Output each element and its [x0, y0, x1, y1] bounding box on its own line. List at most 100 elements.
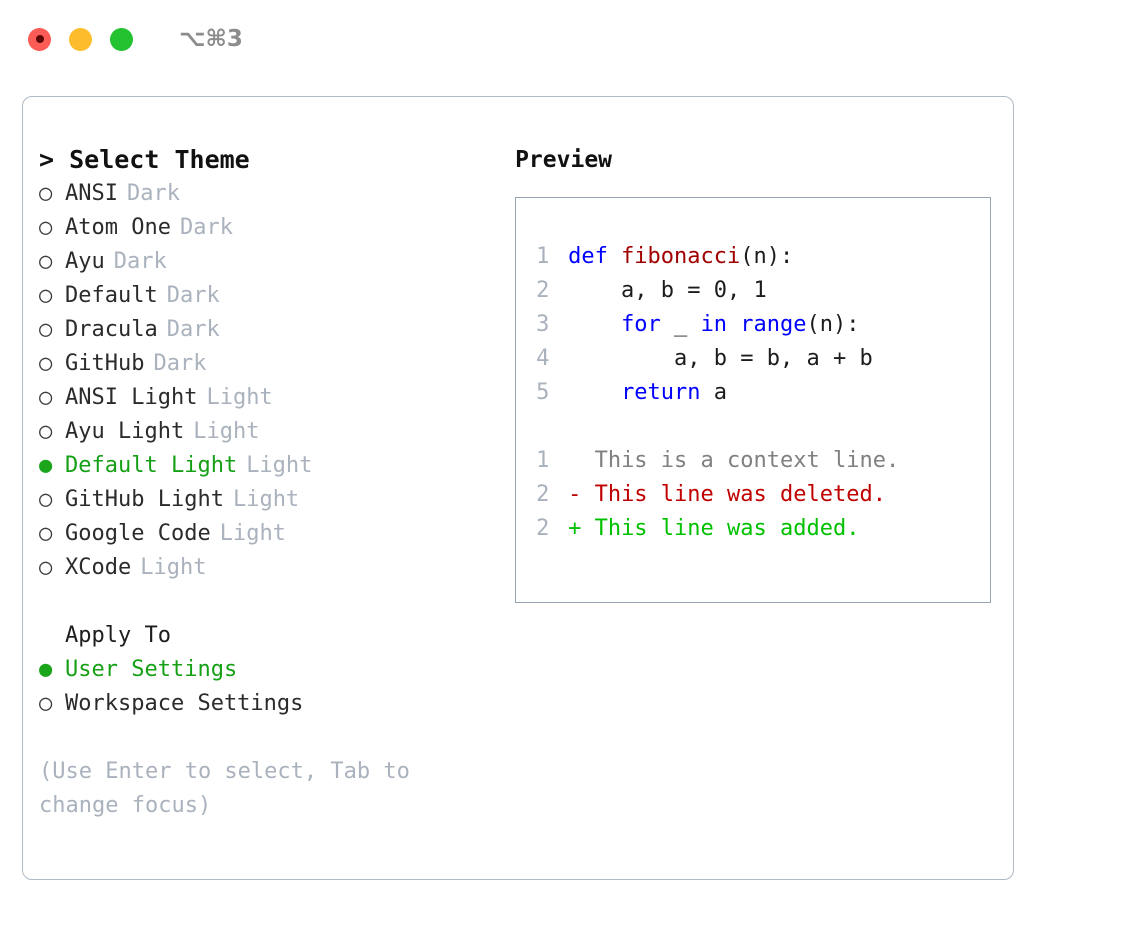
code-token-plain	[568, 380, 621, 405]
theme-list-item[interactable]: ○ Ayu Dark	[39, 245, 497, 279]
theme-name: Default	[65, 283, 158, 308]
theme-list-item[interactable]: ○ ANSI Light Light	[39, 381, 497, 415]
theme-name: Dracula	[65, 317, 158, 342]
code-token-keyword: for	[621, 312, 661, 337]
apply-to-list[interactable]: ● User Settings ○ Workspace Settings	[39, 653, 497, 721]
keyboard-shortcut-label: ⌥⌘3	[179, 26, 243, 52]
code-line: 2 a, b = 0, 1	[536, 274, 990, 308]
theme-variant-badge: Dark	[113, 249, 167, 274]
code-token-plain: a	[700, 380, 728, 405]
diff-line: 2- This line was deleted.	[536, 478, 990, 512]
theme-variant-badge: Light	[232, 487, 300, 512]
diff-line-content: This line was deleted.	[581, 482, 886, 507]
code-token-keyword: return	[621, 380, 701, 405]
code-line-number: 1	[536, 244, 550, 269]
code-token-function: fibonacci	[621, 244, 741, 269]
radio-unselected-icon: ○	[39, 215, 53, 240]
theme-name: GitHub Light	[65, 487, 224, 512]
code-line-number: 4	[536, 346, 550, 371]
code-token-keyword: def	[568, 244, 622, 269]
minimize-button-icon[interactable]	[69, 27, 92, 51]
code-line: 4 a, b = b, a + b	[536, 342, 990, 376]
section-spacer	[39, 585, 497, 619]
code-token-plain: a, b = 0, 1	[568, 278, 767, 303]
close-button-icon[interactable]	[28, 27, 51, 51]
radio-selected-icon: ●	[39, 453, 53, 478]
diff-line-content: This line was added.	[581, 516, 860, 541]
diff-marker	[568, 444, 581, 478]
theme-list-item[interactable]: ○ Ayu Light Light	[39, 415, 497, 449]
apply-to-label: User Settings	[65, 657, 238, 682]
keyboard-hint: (Use Enter to select, Tab to change focu…	[39, 759, 410, 818]
theme-list-item[interactable]: ○ GitHub Light Light	[39, 483, 497, 517]
apply-to-heading: Apply To	[65, 623, 171, 648]
code-line-number: 5	[536, 380, 550, 405]
code-line-content: return a	[568, 376, 727, 410]
theme-name: XCode	[65, 555, 132, 580]
theme-list-item[interactable]: ○ Atom One Dark	[39, 211, 497, 245]
theme-name: Atom One	[65, 215, 171, 240]
code-blank-line	[536, 410, 990, 444]
theme-variant-badge: Light	[206, 385, 273, 410]
zoom-button-icon[interactable]	[110, 27, 133, 51]
radio-unselected-icon: ○	[39, 487, 53, 512]
diff-line-number: 2	[536, 516, 550, 541]
theme-name: Google Code	[65, 521, 211, 546]
radio-unselected-icon: ○	[39, 385, 53, 410]
diff-line: 2 + This line was added.	[536, 512, 990, 546]
theme-name: GitHub	[65, 351, 145, 376]
apply-to-label: Workspace Settings	[65, 691, 304, 716]
diff-marker: +	[568, 516, 582, 541]
theme-name: Ayu	[65, 249, 105, 274]
theme-variant-badge: Dark	[179, 215, 233, 240]
radio-unselected-icon: ○	[39, 249, 53, 274]
radio-unselected-icon: ○	[39, 181, 53, 206]
diff-marker: -	[568, 482, 582, 507]
window-titlebar: ⌥⌘3	[0, 0, 1140, 78]
theme-variant-badge: Dark	[166, 317, 220, 342]
code-token-plain: a, b = b, a + b	[568, 346, 873, 371]
radio-unselected-icon: ○	[39, 419, 53, 444]
code-line: 1 def fibonacci(n):	[536, 240, 990, 274]
apply-to-item[interactable]: ○ Workspace Settings	[39, 687, 497, 721]
theme-list-item[interactable]: ● Default Light Light	[39, 449, 497, 483]
theme-name: Default Light	[65, 453, 238, 478]
code-line-content: a, b = b, a + b	[568, 342, 873, 376]
code-line: 5 return a	[536, 376, 990, 410]
radio-selected-icon: ●	[39, 657, 53, 682]
code-token-plain: _	[660, 312, 701, 337]
theme-name: ANSI	[65, 181, 118, 206]
diff-line-number: 2	[536, 482, 550, 507]
code-line: 3 for _ in range(n):	[536, 308, 990, 342]
code-token-keyword: in range	[700, 312, 807, 337]
radio-unselected-icon: ○	[39, 317, 53, 342]
apply-to-item[interactable]: ● User Settings	[39, 653, 497, 687]
radio-unselected-icon: ○	[39, 691, 53, 716]
theme-variant-badge: Light	[193, 419, 260, 444]
theme-list-item[interactable]: ○ Dracula Dark	[39, 313, 497, 347]
theme-variant-badge: Light	[219, 521, 286, 546]
code-line-number: 3	[536, 312, 550, 337]
window-controls	[28, 27, 133, 51]
radio-unselected-icon: ○	[39, 351, 53, 376]
page-title: > Select Theme	[39, 145, 250, 174]
theme-name: Ayu Light	[65, 419, 185, 444]
code-line-number: 2	[536, 278, 550, 303]
preview-title: Preview	[515, 147, 613, 173]
theme-list-item[interactable]: ○ Google Code Light	[39, 517, 497, 551]
radio-unselected-icon: ○	[39, 283, 53, 308]
diff-line-content: This is a context line.	[581, 448, 900, 473]
theme-variant-badge: Light	[246, 453, 313, 478]
radio-unselected-icon: ○	[39, 521, 53, 546]
code-line-content: def fibonacci(n):	[568, 240, 793, 274]
theme-name: ANSI Light	[65, 385, 198, 410]
